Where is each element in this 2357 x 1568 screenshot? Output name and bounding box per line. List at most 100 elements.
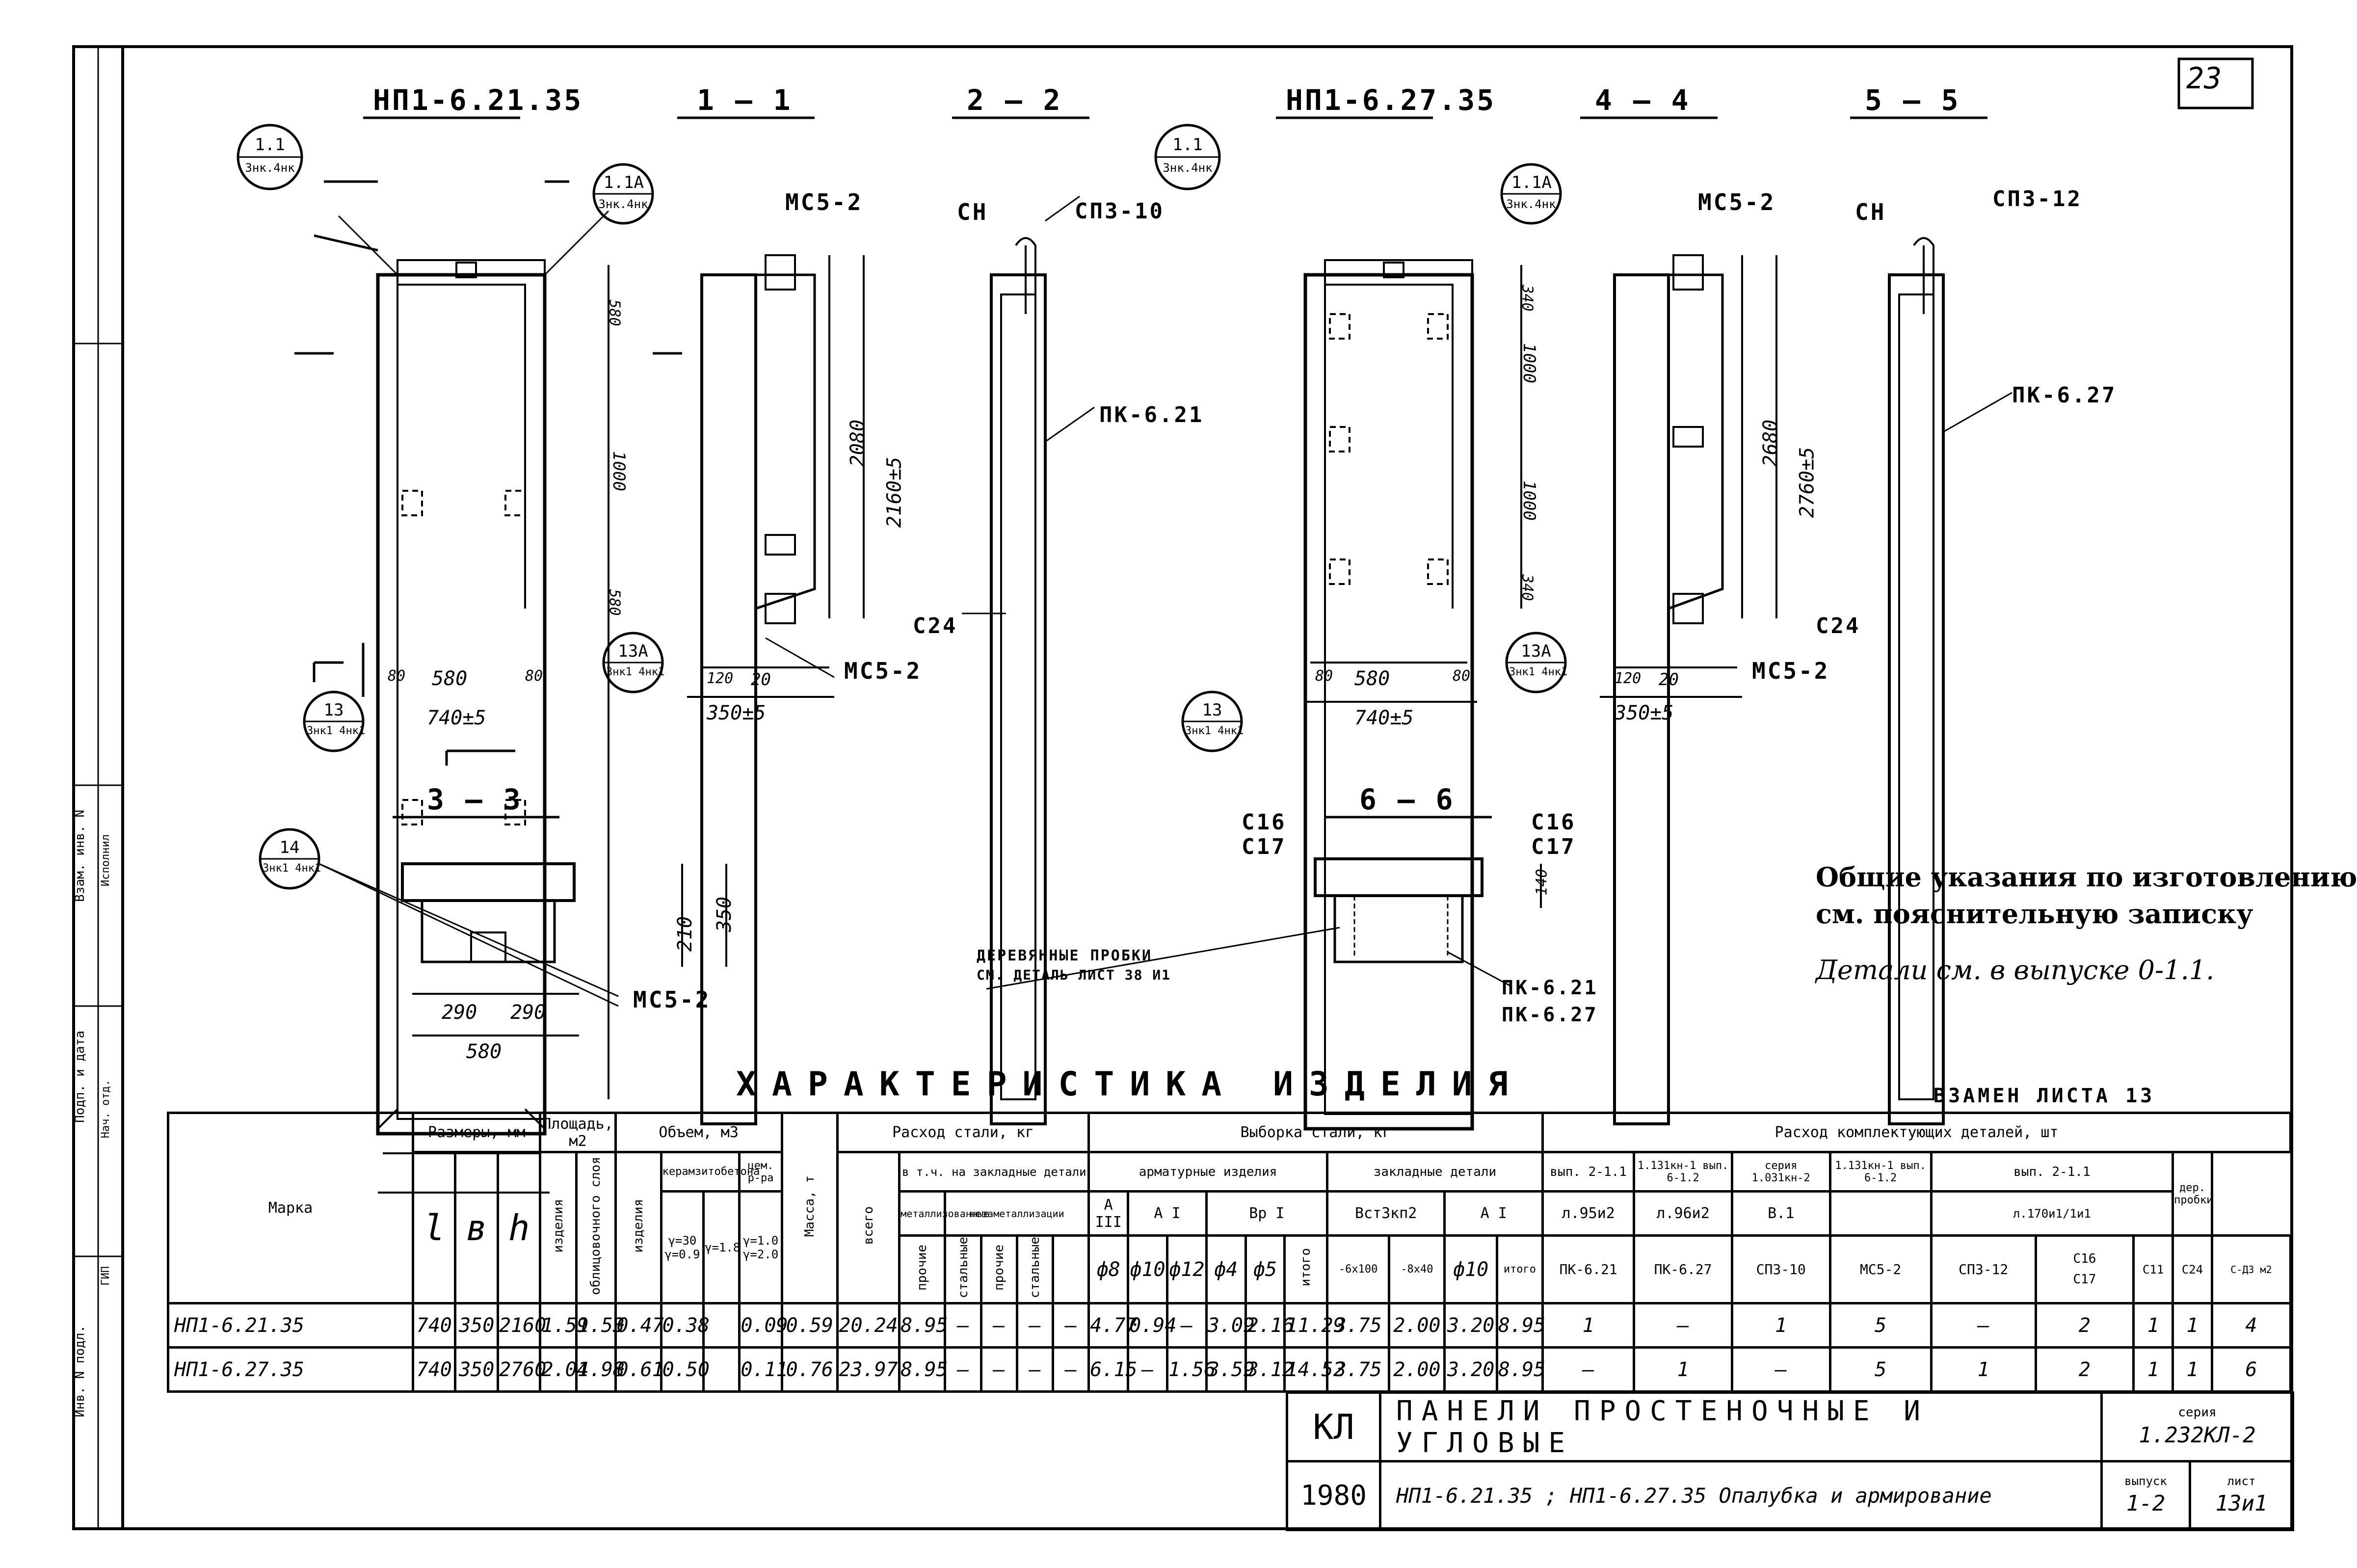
label-ch-b: СН — [1855, 199, 1886, 225]
row2-d5: 3.12 — [1244, 1346, 1294, 1393]
th-k-s2: серия 1.031кн-2 — [1730, 1151, 1831, 1193]
side-strip-label-5: Нач. отд. — [100, 1080, 112, 1139]
side-strip-label-1-box: Инв. N подл. — [73, 1325, 98, 1521]
th-sub-a: прочие — [915, 1244, 930, 1291]
label-c17-left: С17 — [1242, 834, 1287, 859]
th-l: l — [411, 1150, 457, 1305]
dim-1000-a: 1000 — [609, 451, 629, 491]
row2-h: 2760 — [496, 1346, 546, 1393]
row1-d4: 3.09 — [1205, 1302, 1255, 1349]
callout-1-1-sub: 3нк.4нк — [245, 161, 295, 175]
row1-d8: 4.77 — [1087, 1302, 1138, 1349]
th-rebar-a3: А III — [1087, 1190, 1130, 1237]
callout-14: 14 — [279, 838, 300, 857]
th-e3: ф10 — [1443, 1234, 1498, 1305]
row2-d4: 3.59 — [1205, 1346, 1255, 1393]
row1-k7: 1 — [2132, 1302, 2174, 1349]
th-vol-m1: γ=1.0 γ=2.0 — [738, 1190, 783, 1305]
table-heading: ХАРАКТЕРИСТИКА ИЗДЕЛИЯ — [736, 1065, 1524, 1104]
th-k-c16: С16 — [2073, 1251, 2096, 1267]
sheet-number: 23 — [2186, 61, 2222, 96]
dim-80-a-left: 80 — [388, 667, 406, 685]
row2-k6: 2 — [2034, 1346, 2135, 1393]
row2-d8: 6.15 — [1087, 1346, 1138, 1393]
row1-e2: 2.00 — [1388, 1302, 1446, 1349]
stamp-issue-cell: выпуск 1-2 — [2100, 1460, 2191, 1531]
row1-t2: 8.95 — [1495, 1302, 1545, 1349]
row1-a1: 1.59 — [539, 1302, 589, 1349]
dim-350-1-1: 350±5 — [707, 702, 766, 724]
th-rebar-bp1: Вр I — [1205, 1190, 1328, 1237]
note-line-2: см. пояснительную записку — [1816, 898, 2253, 930]
label-mc5-2-b-bottom: МС5-2 — [1752, 658, 1830, 684]
th-rebar-a1: А I — [1127, 1190, 1208, 1237]
label-sp3-10: СП3-10 — [1075, 199, 1165, 224]
th-k-a170: л.170и1/1и1 — [1930, 1190, 2174, 1237]
row1-s-a: — — [944, 1302, 982, 1349]
dim-580-a-top: 580 — [606, 299, 623, 326]
th-volume: Объем, м3 — [614, 1112, 783, 1153]
row1-s-b: — — [980, 1302, 1018, 1349]
row2-b: 350 — [454, 1346, 499, 1393]
row2-s-emb: 8.95 — [898, 1346, 948, 1393]
th-total1: итого — [1298, 1248, 1314, 1287]
th-steel-metal: металлизованные — [898, 1190, 989, 1237]
stamp-title: ПАНЕЛИ ПРОСТЕНОЧНЫЕ И УГЛОВЫЕ — [1379, 1391, 2103, 1462]
stamp-kl: КЛ — [1286, 1391, 1381, 1462]
row2-mark: НП1-6.27.35 — [167, 1346, 414, 1393]
dim-80-b-right: 80 — [1453, 667, 1471, 685]
side-strip-label-4: ГИП — [100, 1266, 112, 1286]
callout-1-1a: 1.1А — [604, 173, 644, 192]
stamp-subtitle: НП1-6.21.35 ; НП1-6.27.35 Опалубка и арм… — [1379, 1460, 2103, 1531]
side-strip-label-6-box: Исполнил — [100, 834, 120, 982]
row2-s-d: — — [1051, 1346, 1090, 1393]
row1-v2: 0.38 — [660, 1302, 710, 1349]
stamp-sheet-label: лист — [2227, 1474, 2256, 1488]
dim-580-a: 580 — [432, 667, 468, 690]
view-title-b: НП1-6.27.35 — [1286, 83, 1496, 117]
view-title-a: НП1-6.21.35 — [373, 83, 583, 117]
row1-k8: 1 — [2172, 1302, 2213, 1349]
dim-2160: 2160±5 — [883, 456, 906, 528]
row2-t1: 14.52 — [1283, 1346, 1345, 1393]
row1-s-total: 20.24 — [836, 1302, 901, 1349]
th-e1: -6х100 — [1325, 1234, 1391, 1305]
callout-13a-sub: 3нк1 4нк1 — [606, 666, 665, 678]
row1-s-d: — — [1051, 1302, 1090, 1349]
side-strip-label-1: Инв. N подл. — [73, 1325, 87, 1417]
row2-t2: 8.95 — [1495, 1346, 1545, 1393]
label-pk-6-21: ПК-6.21 — [1099, 402, 1204, 427]
section-title-6-6: 6 — 6 — [1359, 783, 1455, 816]
th-d12: ф12 — [1165, 1234, 1208, 1305]
dim-580-sec3: 580 — [466, 1040, 502, 1063]
th-mass: Масса, т — [802, 1175, 817, 1237]
th-emb-vst: Вст3кп2 — [1325, 1190, 1446, 1237]
label-wood-plugs-line1: ДЕРЕВЯННЫЕ ПРОБКИ — [977, 947, 1153, 964]
row1-k1: 1 — [1541, 1302, 1636, 1349]
row2-a2: 1.98 — [575, 1346, 625, 1393]
th-marka: Марка — [167, 1111, 414, 1305]
row2-e2: 2.00 — [1388, 1346, 1446, 1393]
label-pk-6-27-sec6: ПК-6.27 — [1502, 1004, 1598, 1026]
callout-1-1a-b: 1.1А — [1511, 173, 1552, 192]
stamp-series: 1.232КЛ-2 — [2139, 1422, 2256, 1448]
th-k-a96: л.96и2 — [1633, 1190, 1733, 1237]
row2-d12: 1.56 — [1165, 1346, 1216, 1393]
th-wood-sub: С-ДЗ м2 — [2210, 1234, 2292, 1305]
th-k-sp312: СП3-12 — [1930, 1234, 2037, 1305]
th-sub-c: прочие — [991, 1244, 1006, 1291]
label-sp3-12: СП3-12 — [1992, 186, 2082, 212]
row1-s-emb: 8.95 — [898, 1302, 948, 1349]
dim-140: 140 — [1533, 869, 1551, 896]
row2-s-total: 23.97 — [836, 1346, 901, 1393]
th-h: h — [496, 1150, 542, 1305]
replaces-note: ВЗАМЕН ЛИСТА 13 — [1933, 1085, 2155, 1107]
row1-d12: — — [1165, 1302, 1208, 1349]
th-k-pk621: ПК-6.21 — [1541, 1234, 1636, 1305]
label-mc5-2-bottom: МС5-2 — [844, 658, 922, 684]
label-c24-a: С24 — [913, 613, 958, 638]
dim-2080: 2080 — [847, 419, 870, 467]
row1-mark: НП1-6.21.35 — [167, 1302, 414, 1349]
row1-h: 2160 — [496, 1302, 546, 1349]
th-vol-c2: γ=1.8 — [702, 1190, 741, 1305]
